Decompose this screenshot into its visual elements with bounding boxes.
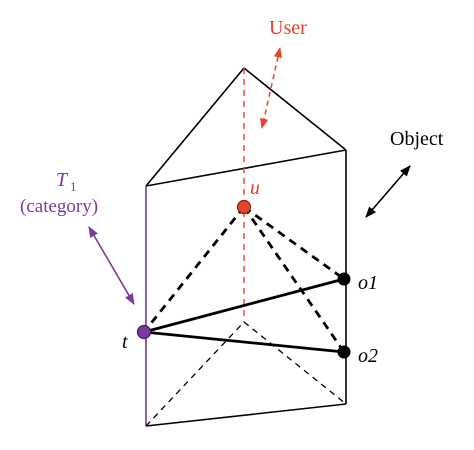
user-axis-arrow xyxy=(259,46,283,130)
node-t-label: t xyxy=(122,331,128,353)
prism-roof-left-edge xyxy=(145,67,245,187)
edge-t-o1 xyxy=(143,277,345,334)
edge-u-o1 xyxy=(243,205,345,281)
prism-outline xyxy=(145,67,347,427)
edge-u-t xyxy=(142,206,246,333)
node-u-label: u xyxy=(250,177,260,199)
node-o2-label: o2 xyxy=(358,345,378,367)
object-label: Object xyxy=(390,128,444,150)
user-label: User xyxy=(269,17,307,39)
object-axis-arrow xyxy=(365,165,411,218)
edge-t-o2 xyxy=(143,330,345,354)
category-axis-arrow xyxy=(88,226,135,305)
t1-category-label: T 1 (category) xyxy=(20,169,98,217)
node-o1-label: o1 xyxy=(358,272,378,294)
edge-u-o2 xyxy=(242,206,346,353)
prism-roof-right-edge xyxy=(243,67,347,151)
t1-subscript: 1 xyxy=(70,179,77,194)
prism-hidden-edges xyxy=(145,321,347,427)
prism-hidden-left-base-edge xyxy=(145,321,245,427)
node-u xyxy=(236,199,252,215)
t1-category-text: (category) xyxy=(20,196,98,217)
prism-bottom-front-edge xyxy=(145,403,347,427)
node-o2 xyxy=(337,345,351,359)
t1-symbol: T xyxy=(56,169,69,191)
solid-edges xyxy=(143,277,345,354)
dashed-edges xyxy=(142,205,346,353)
prism-top-front-edge xyxy=(145,149,347,187)
node-t xyxy=(136,324,152,340)
node-o1 xyxy=(337,272,351,286)
